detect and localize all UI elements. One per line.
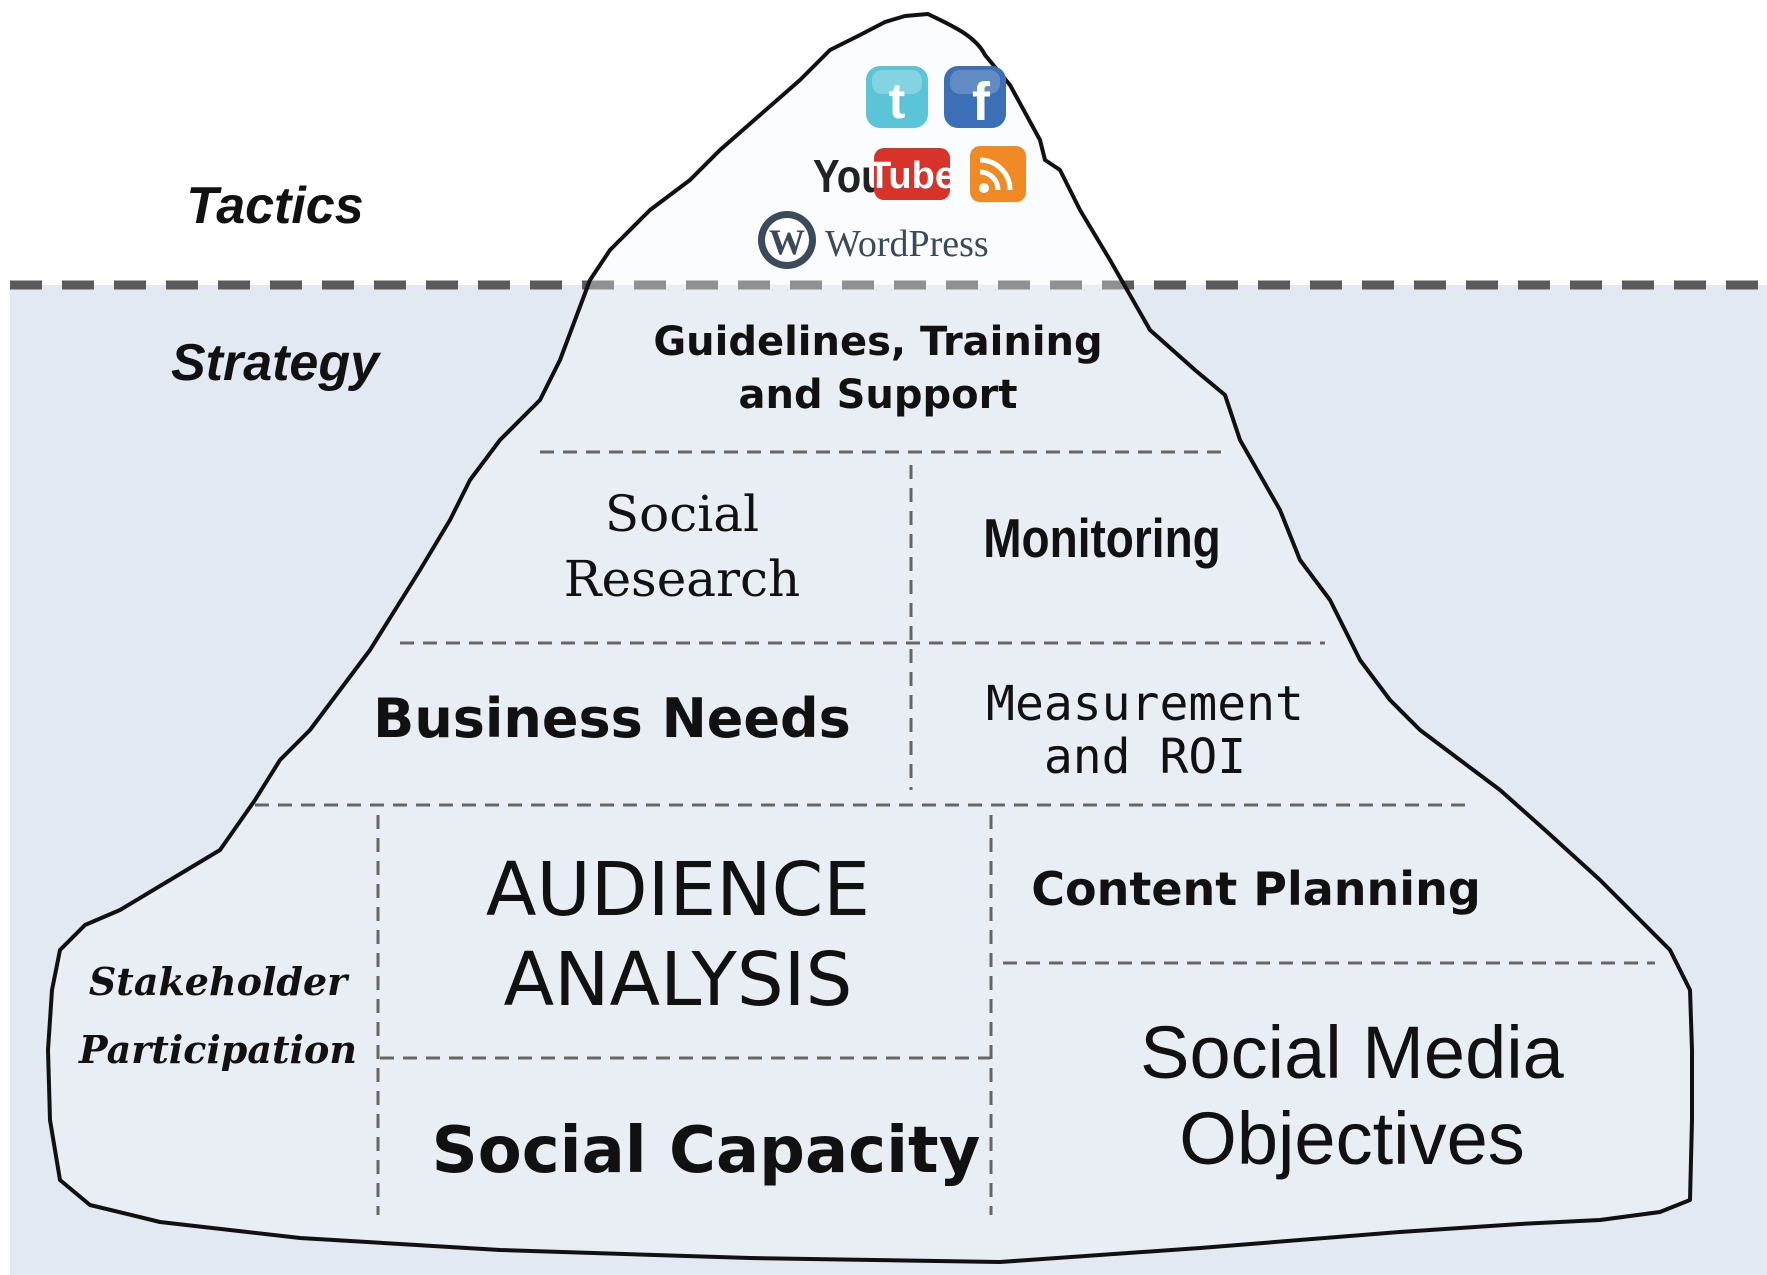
- svg-text:t: t: [889, 73, 906, 129]
- svg-text:WordPress: WordPress: [825, 223, 989, 265]
- svg-text:f: f: [972, 72, 991, 132]
- iceberg-outline: [46, 12, 1694, 1264]
- guidelines-line-2: and Support: [739, 372, 1018, 418]
- audience-line-2: ANALYSIS: [504, 937, 853, 1023]
- svg-text:You: You: [813, 151, 886, 202]
- cell-measurement: Measurement and ROI: [986, 676, 1304, 785]
- rss-icon: [970, 146, 1026, 202]
- strategy-label: Strategy: [171, 334, 382, 392]
- social-research-line-2: Research: [564, 550, 800, 608]
- guidelines-line-1: Guidelines, Training: [653, 319, 1102, 365]
- objectives-line-2: Objectives: [1179, 1097, 1524, 1180]
- measurement-line-1: Measurement: [986, 676, 1304, 732]
- stakeholder-line-2: Participation: [78, 1027, 357, 1072]
- youtube-logo: You Tube: [813, 148, 956, 203]
- objectives-line-1: Social Media: [1140, 1011, 1565, 1094]
- cell-stakeholder: Stakeholder Participation: [78, 959, 357, 1072]
- cell-content-planning: Content Planning: [1031, 862, 1481, 916]
- social-research-line-1: Social: [605, 485, 759, 543]
- cell-monitoring: Monitoring: [983, 507, 1221, 569]
- cell-social-media-objectives: Social Media Objectives: [1140, 1011, 1565, 1180]
- cell-guidelines: Guidelines, Training and Support: [653, 319, 1102, 418]
- water-background: [10, 285, 1767, 1275]
- measurement-line-2: and ROI: [1044, 729, 1246, 785]
- svg-text:W: W: [769, 222, 805, 262]
- audience-line-1: AUDIENCE: [486, 847, 870, 933]
- wordpress-logo: W WordPress: [758, 211, 989, 269]
- stakeholder-line-1: Stakeholder: [89, 959, 350, 1004]
- cell-audience-analysis: AUDIENCE ANALYSIS: [486, 847, 870, 1023]
- tactics-label: Tactics: [186, 177, 363, 235]
- twitter-icon: t: [866, 66, 928, 129]
- cell-dividers: [255, 450, 1655, 1215]
- cell-business-needs: Business Needs: [373, 687, 851, 750]
- svg-text:Tube: Tube: [868, 155, 956, 197]
- facebook-icon: f: [944, 66, 1006, 132]
- cell-social-capacity: Social Capacity: [432, 1114, 981, 1188]
- cell-social-research: Social Research: [564, 485, 800, 608]
